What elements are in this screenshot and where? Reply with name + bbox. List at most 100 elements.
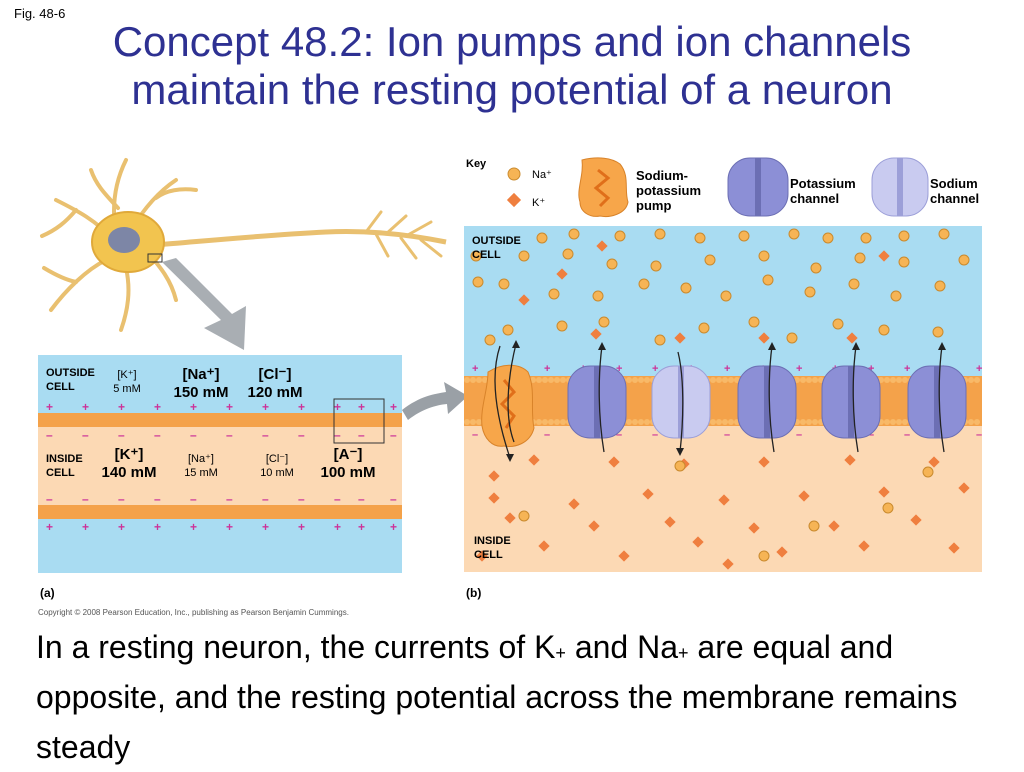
sodium-ion — [694, 232, 706, 244]
sodium-ion — [878, 324, 890, 336]
lipid-head — [890, 419, 896, 425]
ion-flow-arrows — [494, 343, 945, 459]
svg-text:+: + — [262, 520, 269, 534]
outside-k-group: [K⁺] 5 mM — [110, 368, 144, 396]
key-kchan-line-1: Potassium — [790, 176, 856, 191]
lipid-head — [542, 377, 548, 383]
lipid-head — [974, 377, 980, 383]
svg-text:+: + — [226, 400, 233, 414]
sodium-ion — [882, 502, 894, 514]
caption-sup-2: + — [678, 643, 689, 663]
svg-text:+: + — [226, 520, 233, 534]
sodium-ion — [606, 258, 618, 270]
minus-sign: – — [868, 429, 874, 441]
zoom-arrow — [402, 382, 468, 420]
minus-sign: – — [544, 429, 550, 441]
sodium-channel-icon — [651, 365, 711, 439]
panel-a-inside-label: INSIDE CELL — [46, 452, 83, 480]
svg-text:–: – — [334, 428, 341, 442]
lipid-head — [902, 377, 908, 383]
potassium-channel-icon-2 — [737, 365, 797, 439]
caption-part-3: are equal and opposite, and the resting … — [36, 629, 958, 765]
lipid-head — [974, 419, 980, 425]
key-na-label: Na⁺ — [532, 169, 552, 181]
key-pump-label: Sodium- potassium pump — [636, 168, 701, 213]
inside-cl-ion: [Cl⁻] — [265, 453, 289, 465]
plus-sign: + — [724, 363, 730, 375]
sodium-ion — [720, 290, 732, 302]
key-label: Key — [466, 158, 487, 170]
key-pump-icon — [578, 157, 629, 217]
lipid-head — [470, 377, 476, 383]
lipid-head — [464, 419, 470, 425]
lipid-head — [710, 377, 716, 383]
svg-text:+: + — [154, 520, 161, 534]
panel-b-inside-label: INSIDE CELL — [474, 534, 511, 562]
svg-text:–: – — [262, 492, 269, 506]
sodium-ion — [484, 334, 496, 346]
lipid-head — [716, 419, 722, 425]
potassium-ion — [844, 454, 856, 466]
svg-text:+: + — [358, 400, 365, 414]
minus-sign: – — [976, 429, 982, 441]
panel-a-inside-line-1: INSIDE — [46, 453, 83, 465]
panel-a-outside-line-2: CELL — [46, 381, 75, 393]
plus-sign: + — [796, 363, 802, 375]
lipid-head — [812, 419, 818, 425]
lipid-head — [812, 377, 818, 383]
potassium-ion — [948, 542, 960, 554]
potassium-ion — [618, 550, 630, 562]
lipid-head — [806, 419, 812, 425]
lipid-head — [710, 419, 716, 425]
plus-sign: + — [868, 363, 874, 375]
sodium-ion — [808, 520, 820, 532]
sodium-ion — [748, 316, 760, 328]
sodium-ion — [598, 316, 610, 328]
sodium-ion — [680, 282, 692, 294]
sodium-ion — [758, 550, 770, 562]
sodium-ion — [698, 322, 710, 334]
inside-k-group: [K⁺] 140 mM — [94, 446, 164, 482]
key-k-label: K⁺ — [532, 197, 546, 209]
potassium-ion — [758, 456, 770, 468]
panel-b-diagram: +–+–+–+–+–+–+–+–+–+–+–+–+–+–+– — [464, 226, 982, 572]
lipid-head — [470, 419, 476, 425]
svg-text:+: + — [298, 400, 305, 414]
sodium-ion — [822, 232, 834, 244]
lipid-head — [626, 377, 632, 383]
key-sodium-channel-label: Sodium channel — [930, 176, 979, 206]
svg-text:–: – — [46, 492, 53, 506]
lipid-head — [548, 377, 554, 383]
sodium-ion — [704, 254, 716, 266]
potassium-ion — [642, 488, 654, 500]
lipid-head — [638, 419, 644, 425]
minus-sign: – — [652, 429, 658, 441]
svg-text:–: – — [82, 428, 89, 442]
sodium-ion — [860, 232, 872, 244]
sodium-ion — [934, 280, 946, 292]
caption-part-2: and Na — [565, 629, 678, 665]
panel-a-diagram: +++++++++++ ––––––––––– ––––––––––– ++++… — [38, 355, 402, 573]
outside-k-conc: 5 mM — [113, 383, 141, 395]
svg-text:–: – — [154, 428, 161, 442]
sodium-ion — [536, 232, 548, 244]
sodium-ion — [562, 248, 574, 260]
sodium-ion — [638, 278, 650, 290]
figure-label: Fig. 48-6 — [14, 6, 66, 21]
key-kchan-line-2: channel — [790, 191, 840, 206]
inside-a-ion: [A⁻] — [333, 446, 363, 463]
key-pump-line-3: pump — [636, 198, 672, 213]
inside-na-group: [Na⁺] 15 mM — [176, 452, 226, 480]
lipid-head — [716, 377, 722, 383]
outside-k-ion: [K⁺] — [117, 369, 137, 381]
sodium-ion — [518, 510, 530, 522]
lipid-head — [476, 377, 482, 383]
potassium-channel-icon-1 — [567, 365, 627, 439]
key-pump-line-2: potassium — [636, 183, 702, 198]
svg-text:–: – — [190, 492, 197, 506]
sodium-ion — [556, 320, 568, 332]
slide-title: Concept 48.2: Ion pumps and ion channels… — [0, 18, 1024, 114]
lipid-head — [722, 419, 728, 425]
svg-text:+: + — [118, 520, 125, 534]
sodium-ion — [786, 332, 798, 344]
